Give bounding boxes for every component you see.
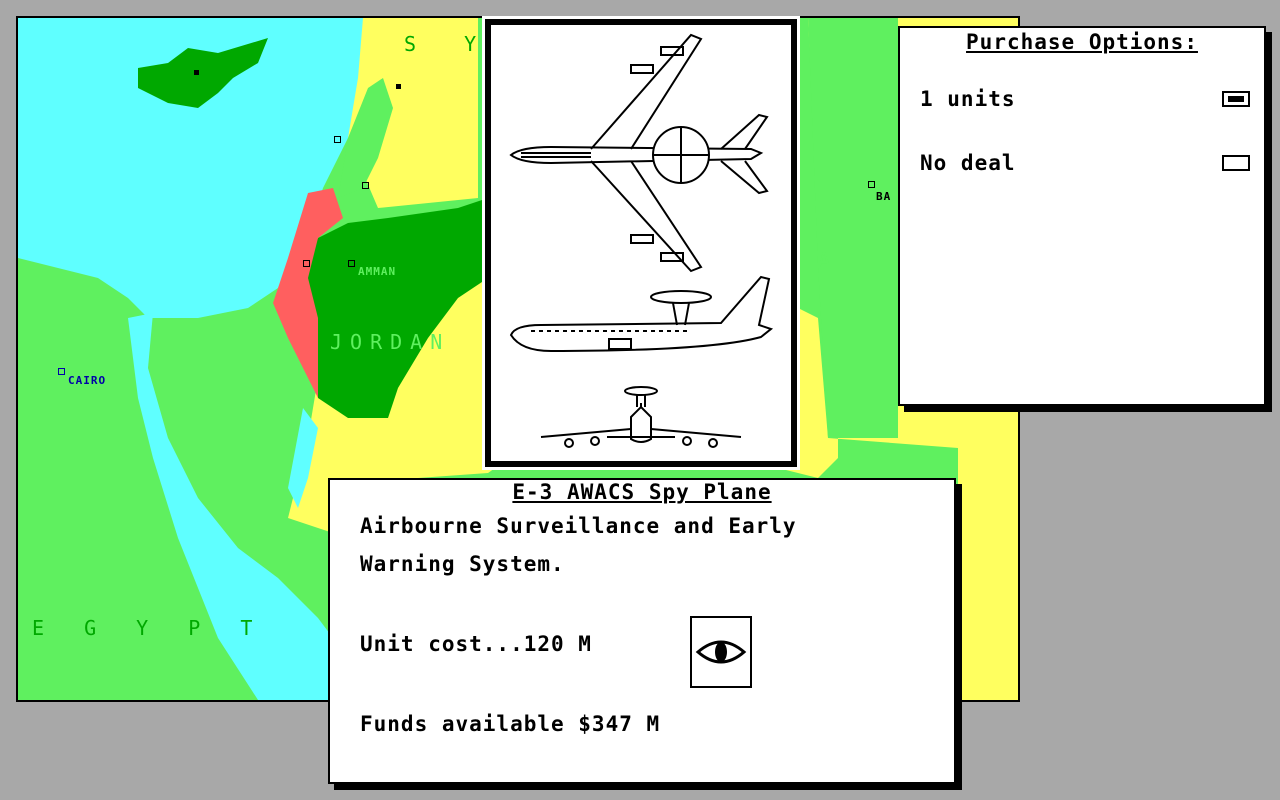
city-marker bbox=[396, 84, 401, 89]
option-label: No deal bbox=[920, 151, 1016, 175]
map-label-jordan: JORDAN bbox=[330, 330, 451, 354]
funds-available: Funds available $347 M bbox=[360, 712, 661, 736]
purchase-options-panel: Purchase Options: 1 units No deal bbox=[898, 26, 1266, 406]
item-info-panel: E-3 AWACS Spy Plane Airbourne Surveillan… bbox=[328, 478, 956, 784]
option-checkbox-empty-icon[interactable] bbox=[1222, 155, 1250, 171]
map-label-syria: S Y bbox=[404, 32, 495, 56]
aircraft-image-panel bbox=[482, 16, 800, 470]
city-marker-amman bbox=[348, 260, 355, 267]
item-title: E-3 AWACS Spy Plane bbox=[512, 480, 772, 504]
city-marker bbox=[362, 182, 369, 189]
city-label-baghdad: BA bbox=[876, 190, 892, 203]
view-details-button[interactable] bbox=[690, 616, 752, 688]
city-marker-baghdad bbox=[868, 181, 875, 188]
option-no-deal[interactable]: No deal bbox=[920, 148, 1250, 178]
map-label-egypt: E G Y P T bbox=[32, 616, 267, 640]
city-marker-cairo bbox=[58, 368, 65, 375]
item-description-line1: Airbourne Surveillance and Early bbox=[360, 514, 797, 538]
city-marker bbox=[334, 136, 341, 143]
city-marker bbox=[194, 70, 199, 75]
eye-icon bbox=[695, 640, 747, 664]
purchase-options-title: Purchase Options: bbox=[966, 30, 1198, 54]
top-view bbox=[509, 33, 769, 273]
unit-cost: Unit cost...120 M bbox=[360, 632, 592, 656]
item-description-line2: Warning System. bbox=[360, 552, 565, 576]
front-view bbox=[540, 386, 742, 448]
option-1-units[interactable]: 1 units bbox=[920, 84, 1250, 114]
option-checkbox-checked-icon[interactable] bbox=[1222, 91, 1250, 107]
awacs-aircraft-blueprint-icon bbox=[509, 33, 774, 448]
side-view bbox=[509, 275, 774, 353]
city-label-amman: AMMAN bbox=[358, 265, 397, 278]
option-label: 1 units bbox=[920, 87, 1016, 111]
city-label-cairo: CAIRO bbox=[68, 374, 107, 387]
city-marker bbox=[303, 260, 310, 267]
